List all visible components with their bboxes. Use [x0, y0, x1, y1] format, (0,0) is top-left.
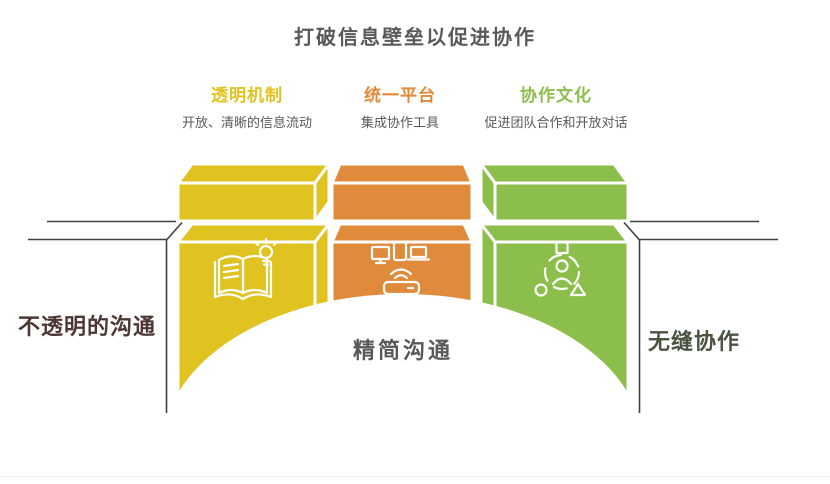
label-opaque-communication: 不透明的沟通: [17, 314, 156, 339]
label-seamless-collaboration: 无缝协作: [648, 329, 741, 354]
road-lines: [28, 220, 778, 413]
column-description-unified-platform: 集成协作工具: [360, 115, 439, 130]
column-header-collaboration-culture: 协作文化: [520, 86, 592, 105]
column-header-unified-platform: 统一平台: [364, 86, 436, 105]
column-description-collaboration-culture: 促进团队合作和开放对话: [484, 115, 628, 130]
devices-network-icon: [370, 240, 431, 299]
arch-cutout: [163, 294, 643, 484]
beam-orange: [330, 162, 474, 223]
beam-green: [479, 162, 630, 223]
book-lightbulb-icon: [213, 237, 279, 301]
page-title: 打破信息壁垒以促进协作: [294, 27, 536, 49]
card-bottom-border: [0, 476, 830, 477]
beam-yellow: [176, 162, 331, 223]
team-collaboration-icon: [534, 240, 587, 297]
column-description-transparent-mechanism: 开放、清晰的信息流动: [181, 115, 312, 130]
column-header-transparent-mechanism: 透明机制: [211, 86, 283, 105]
label-streamlined-communication: 精简沟通: [352, 338, 453, 363]
